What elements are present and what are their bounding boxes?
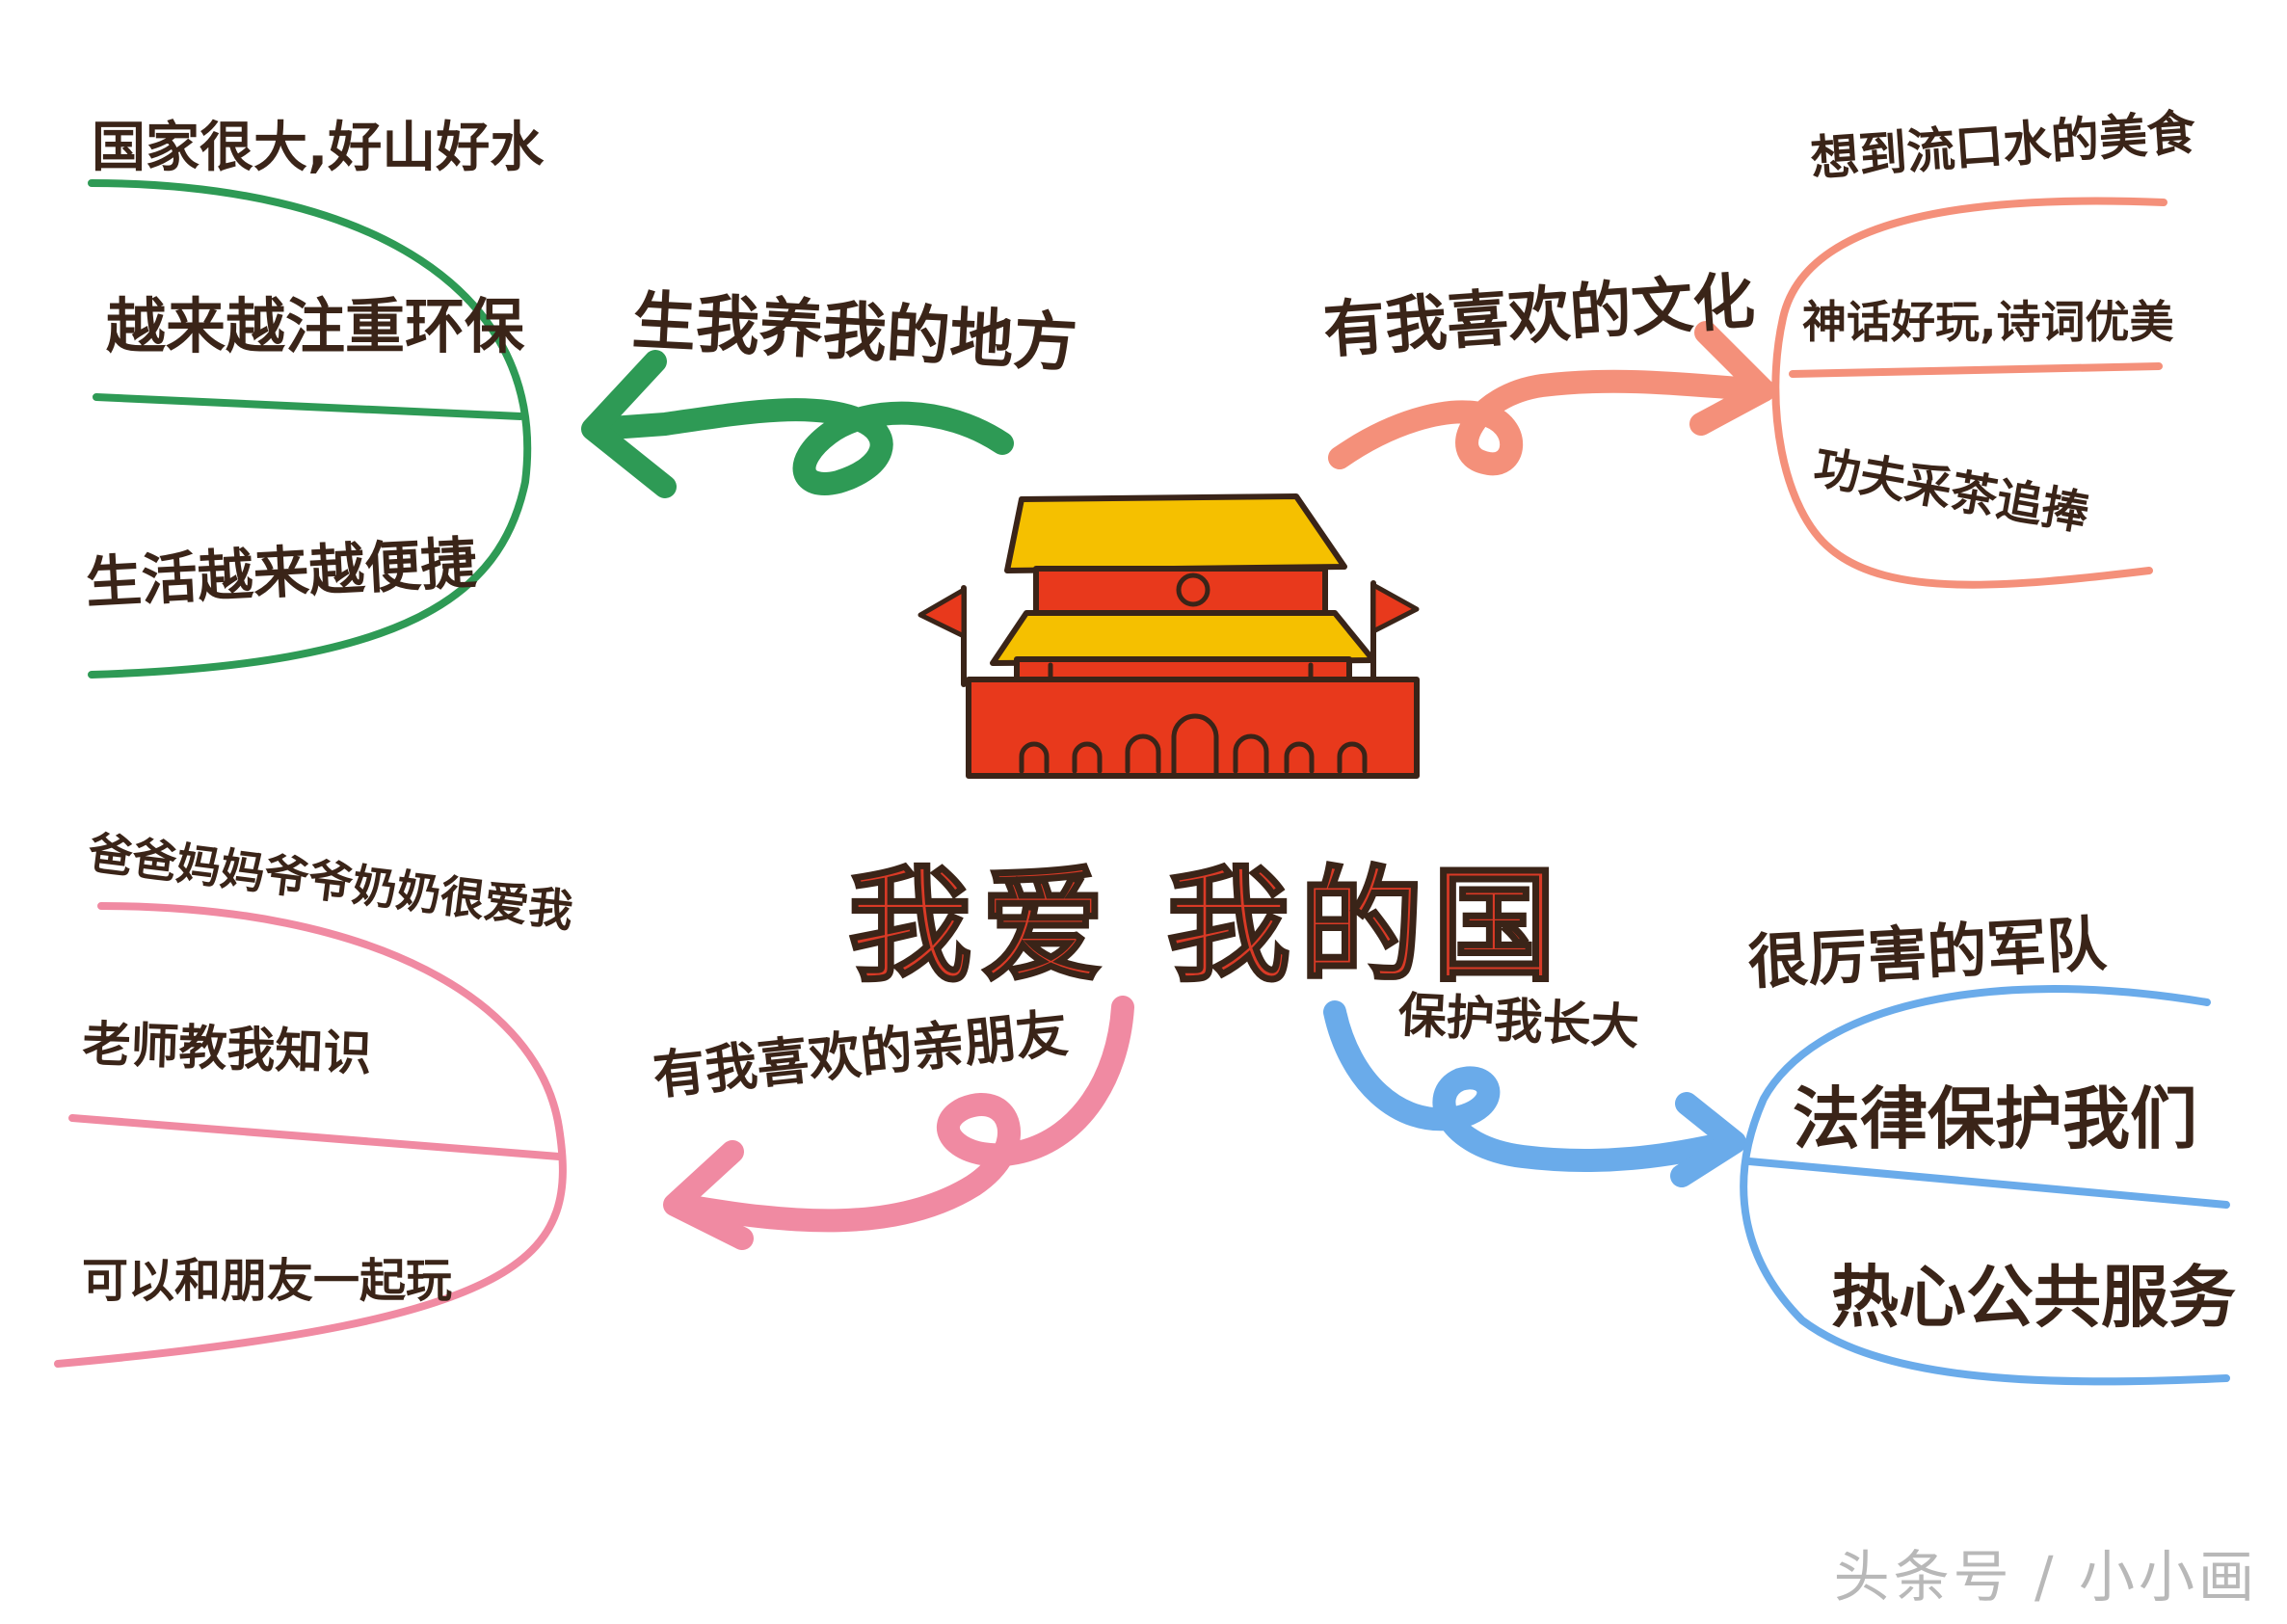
branch-top-right-bracket — [1771, 197, 2167, 589]
tiananmen-gate-icon — [917, 493, 1420, 779]
branch-top-right: 有我喜欢的文化 想到流口水的美食 神话好玩,诗词优美 功夫采茶追捧 — [1321, 104, 2198, 589]
branch-bottom-left-bracket — [54, 902, 567, 1368]
left-flag-icon — [917, 585, 967, 687]
branch-bottom-left-divider-1 — [68, 1114, 563, 1160]
branch-top-right-item-1: 想到流口水的美食 — [1809, 104, 2198, 187]
watermark: 头条号 / 小小画 — [1833, 1544, 2258, 1610]
branch-bottom-right-item-3: 热心公共服务 — [1831, 1258, 2236, 1337]
branch-bottom-left-arrowhead — [663, 1140, 754, 1250]
gate-base-wall — [966, 677, 1420, 779]
branch-top-left-item-3: 生活越来越便捷 — [84, 530, 478, 616]
branch-top-left-connector — [586, 398, 1014, 495]
branch-top-left: 生我养我的地方 国家很大,好山好水 越来越注重环保 生活越来越便捷 — [84, 117, 1079, 679]
page-title: 我爱 我的国 — [848, 855, 1566, 998]
branch-top-right-divider-1 — [1789, 362, 2163, 378]
right-flag-icon — [1370, 580, 1420, 687]
branch-top-right-item-2: 神话好玩,诗词优美 — [1802, 296, 2173, 348]
branch-top-right-item-3: 功夫采茶追捧 — [1810, 440, 2092, 542]
branch-bottom-left-item-3: 可以和朋友一起玩 — [82, 1254, 452, 1308]
branch-top-left-item-2: 越来越注重环保 — [106, 291, 525, 361]
branch-bottom-left-item-2: 老师教我知识 — [82, 1016, 373, 1081]
branch-bottom-left-connector — [668, 996, 1134, 1233]
branch-top-left-arrowhead — [581, 350, 677, 498]
branch-top-right-connector — [1328, 369, 1775, 476]
branch-bottom-right-arrowhead — [1670, 1092, 1746, 1187]
branch-bottom-right: 保护我长大 很厉害的军队 法律保护我们 热心公共服务 — [1323, 909, 2236, 1386]
branch-top-left-item-1: 国家很大,好山好水 — [92, 117, 545, 179]
lower-roof — [990, 610, 1376, 666]
branch-top-left-label: 生我养我的地方 — [630, 283, 1078, 381]
branch-bottom-right-bracket — [1740, 985, 2230, 1386]
branch-bottom-right-divider-1 — [1745, 1158, 2230, 1209]
branch-bottom-left-item-1: 爸爸妈妈爷爷奶奶很爱我 — [85, 826, 576, 937]
branch-top-left-bracket — [88, 179, 532, 679]
branch-bottom-left-label: 有我喜欢的亲朋友 — [651, 1002, 1071, 1106]
branch-top-right-label: 有我喜欢的文化 — [1321, 266, 1757, 367]
upper-hall — [1033, 566, 1328, 618]
branch-top-left-divider-1 — [93, 393, 524, 420]
upper-roof — [1004, 493, 1347, 573]
branch-bottom-right-item-1: 很厉害的军队 — [1746, 909, 2109, 998]
branch-top-right-arrowhead — [1689, 321, 1775, 436]
branch-bottom-right-label: 保护我长大 — [1396, 987, 1640, 1055]
branch-bottom-right-item-2: 法律保护我们 — [1793, 1079, 2197, 1158]
branch-bottom-right-connector — [1323, 1000, 1742, 1173]
